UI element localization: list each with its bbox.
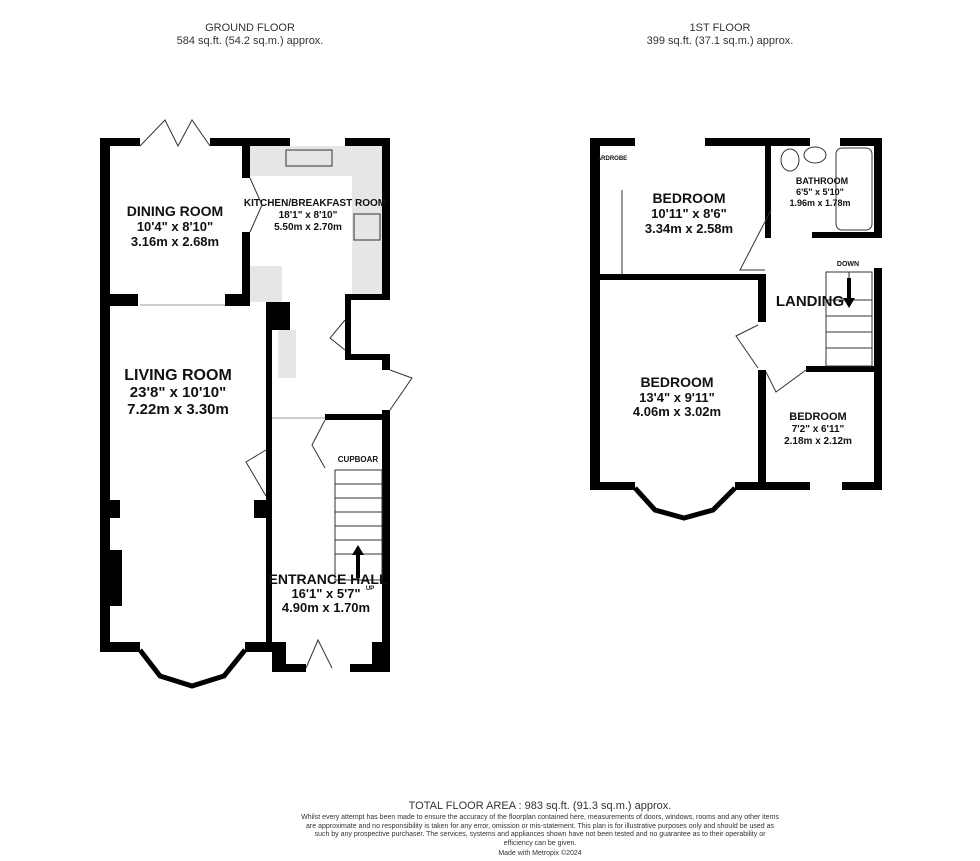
bathroom-metric: 1.96m x 1.78m	[789, 198, 850, 208]
wall	[242, 138, 250, 178]
sink-icon	[285, 149, 333, 167]
wall	[242, 232, 250, 302]
kitchen-worktop	[352, 176, 382, 294]
entrance-hall-name: ENTRANCE HALL	[269, 571, 388, 587]
wall	[765, 138, 771, 238]
bath-icon	[835, 147, 873, 231]
living-room-name: LIVING ROOM	[124, 367, 232, 384]
wall	[735, 482, 810, 490]
kitchen-unit	[278, 330, 296, 378]
first-floor-area: 399 sq.ft. (37.1 sq.m.) approx.	[646, 35, 794, 47]
wall	[842, 482, 882, 490]
bedroom2-imperial: 13'4" x 9'11"	[639, 390, 715, 405]
ground-floor-header: GROUND FLOOR 584 sq.ft. (54.2 sq.m.) app…	[130, 22, 370, 48]
wall	[286, 664, 306, 672]
wall	[874, 268, 882, 490]
entrance-hall-metric: 4.90m x 1.70m	[282, 600, 370, 615]
entrance-hall-imperial: 16'1" x 5'7"	[291, 586, 360, 601]
bedroom1-metric: 3.34m x 2.58m	[645, 221, 733, 236]
wall	[100, 138, 110, 650]
living-room-imperial: 23'8" x 10'10"	[130, 384, 226, 401]
bedroom1-imperial: 10'11" x 8'6"	[651, 206, 727, 221]
wall	[590, 138, 600, 490]
wall	[272, 642, 286, 672]
ground-floor-plan: DINING ROOM 10'4" x 8'10" 3.16m x 2.68m …	[100, 119, 413, 689]
bedroom1-name: BEDROOM	[652, 190, 725, 206]
wall	[345, 354, 390, 360]
hob-icon	[353, 213, 381, 241]
ground-floor-title: GROUND FLOOR	[205, 22, 295, 34]
wall	[100, 294, 138, 306]
disclaimer: Whilst every attempt has been made to en…	[301, 814, 779, 847]
wall	[590, 274, 765, 280]
bedroom2-metric: 4.06m x 3.02m	[633, 404, 721, 419]
stairs	[334, 469, 383, 581]
stairs-up-label: UP	[366, 586, 374, 592]
arrow-down-icon	[843, 278, 855, 308]
wall	[254, 500, 268, 518]
wall	[100, 642, 140, 652]
first-floor-title: 1ST FLOOR	[689, 22, 751, 34]
wall	[705, 138, 810, 146]
living-room-metric: 7.22m x 3.30m	[127, 401, 229, 418]
bathroom-imperial: 6'5" x 5'10"	[796, 187, 844, 197]
wall	[350, 664, 374, 672]
wall	[245, 642, 275, 652]
stairs-down-label: DOWN	[837, 261, 859, 268]
credit: Made with Metropix ©2024	[498, 850, 582, 857]
dining-room-name: DINING ROOM	[127, 203, 223, 219]
wall	[840, 138, 882, 146]
wall	[225, 294, 250, 306]
wall	[266, 302, 272, 652]
wall	[758, 274, 766, 322]
landing-name: LANDING	[776, 293, 844, 310]
french-doors	[139, 119, 211, 148]
wall	[345, 138, 390, 146]
wall	[372, 642, 390, 672]
basin-icon	[803, 146, 827, 164]
wall	[100, 138, 140, 146]
wall	[590, 138, 635, 146]
cupboard-label: CUPBOAR	[338, 455, 379, 464]
wall	[590, 482, 635, 490]
dining-room-metric: 3.16m x 2.68m	[131, 234, 219, 249]
wardrobe-label: ARDROBE	[597, 156, 627, 162]
wall	[806, 366, 882, 372]
wall	[382, 354, 390, 370]
kitchen-imperial: 18'1" x 8'10"	[279, 210, 338, 221]
bedroom3-name: BEDROOM	[789, 411, 846, 423]
wall	[108, 500, 120, 518]
bedroom2-name: BEDROOM	[640, 374, 713, 390]
arrow-up-icon	[352, 545, 364, 578]
kitchen-worktop	[250, 266, 282, 302]
first-floor-plan: BEDROOM 10'11" x 8'6" 3.34m x 2.58m ARDR…	[590, 138, 882, 521]
total-floor-area: TOTAL FLOOR AREA : 983 sq.ft. (91.3 sq.m…	[408, 800, 672, 812]
wall	[382, 410, 390, 650]
bedroom3-metric: 2.18m x 2.12m	[784, 436, 852, 447]
bedroom3-imperial: 7'2" x 6'11"	[792, 424, 845, 435]
wall	[382, 138, 390, 298]
dining-room-imperial: 10'4" x 8'10"	[137, 219, 213, 234]
bathroom-name: BATHROOM	[796, 176, 848, 186]
wall	[108, 550, 122, 606]
kitchen-metric: 5.50m x 2.70m	[274, 222, 342, 233]
wall	[812, 232, 882, 238]
wall	[325, 414, 390, 420]
kitchen-name: KITCHEN/BREAKFAST ROOM	[244, 198, 386, 209]
toilet-icon	[780, 148, 800, 172]
kitchen-worktop	[250, 146, 382, 176]
wall	[874, 138, 882, 238]
wall	[345, 294, 351, 360]
first-floor-header: 1ST FLOOR 399 sq.ft. (37.1 sq.m.) approx…	[600, 22, 840, 48]
wall	[345, 294, 390, 300]
ground-floor-area: 584 sq.ft. (54.2 sq.m.) approx.	[176, 35, 324, 47]
wall	[758, 370, 766, 490]
footer: TOTAL FLOOR AREA : 983 sq.ft. (91.3 sq.m…	[300, 800, 780, 859]
